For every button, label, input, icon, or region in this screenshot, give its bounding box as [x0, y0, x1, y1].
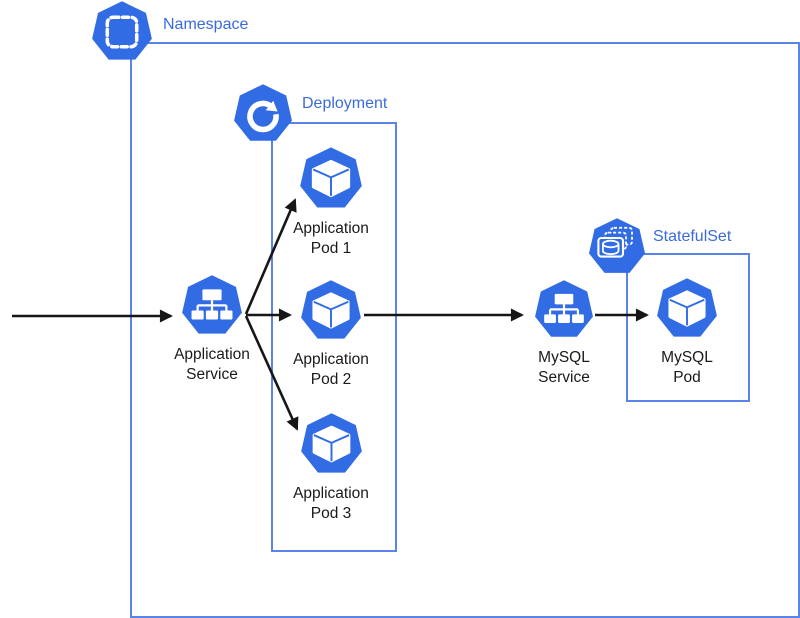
deployment-boundary [271, 122, 397, 552]
node-application-pod-1: Application Pod 1 [269, 146, 393, 259]
application-pod-3-label: Application Pod 3 [293, 485, 369, 522]
pod-icon [657, 278, 717, 337]
statefulset-icon [588, 218, 646, 273]
application-service-label: Application Service [174, 346, 250, 383]
statefulset-label: StatefulSet [653, 228, 732, 245]
deployment-icon [234, 84, 292, 141]
application-pod-2-label: Application Pod 2 [293, 351, 369, 388]
node-application-pod-3: Application Pod 3 [269, 412, 393, 524]
node-application-service: Application Service [150, 274, 274, 385]
pod-icon [300, 413, 362, 473]
namespace-icon [92, 1, 152, 60]
pod-icon [300, 147, 362, 208]
service-icon [182, 275, 242, 334]
service-icon [535, 280, 593, 337]
application-pod-1-label: Application Pod 1 [293, 220, 369, 257]
node-mysql-pod: MySQL Pod [625, 277, 749, 388]
mysql-pod-label: MySQL Pod [661, 349, 713, 386]
namespace-boundary [130, 42, 800, 618]
statefulset-boundary [626, 253, 750, 402]
mysql-service-label: MySQL Service [538, 349, 590, 386]
arrow-app-service-to-pod-3 [244, 315, 299, 431]
arrow-app-service-to-pod-1 [244, 198, 297, 315]
namespace-label: Namespace [163, 16, 249, 33]
pod-icon [301, 280, 361, 339]
node-application-pod-2: Application Pod 2 [269, 279, 393, 390]
deployment-label: Deployment [302, 95, 388, 112]
node-mysql-service: MySQL Service [502, 279, 626, 388]
